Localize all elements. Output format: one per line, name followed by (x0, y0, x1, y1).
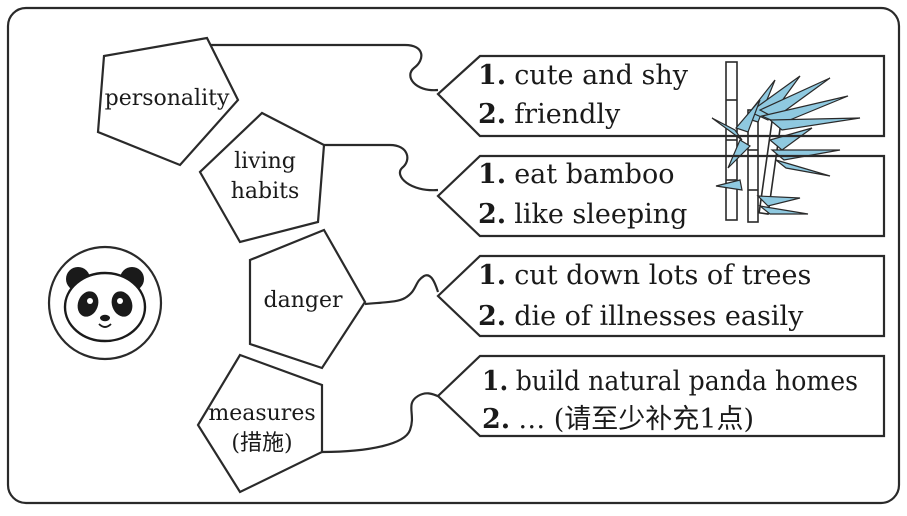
panda-face-icon (47, 245, 163, 361)
category-pentagon-danger (248, 228, 367, 370)
category-pentagon-measures (196, 353, 324, 494)
category-pentagon-personality (96, 36, 240, 167)
category-label-living-habits-line1: living (234, 149, 296, 174)
item-box-personality (436, 54, 886, 138)
item-danger-2: 2.die of illnesses easily (478, 301, 804, 332)
item-danger-1: 1.cut down lots of trees (478, 260, 811, 291)
item-living-habits-1: 1.eat bamboo (478, 159, 674, 190)
connector-personality (207, 43, 439, 92)
item-box-measures (436, 354, 886, 438)
item-box-living-habits (436, 154, 886, 238)
category-label-personality: personality (105, 86, 230, 111)
item-box-danger (436, 254, 886, 338)
category-label-danger: danger (264, 288, 343, 313)
item-personality-1: 1.cute and shy (478, 60, 689, 91)
connector-living-habits (324, 143, 439, 192)
connector-danger (364, 274, 440, 306)
connector-measures (321, 392, 439, 454)
item-measures-1: 1.build natural panda homes (482, 366, 858, 397)
category-label-measures-line1: measures (208, 401, 315, 426)
category-pentagon-living-habits (198, 111, 326, 244)
category-label-living-habits-line2: habits (231, 179, 300, 204)
item-living-habits-2: 2.like sleeping (478, 199, 687, 230)
item-measures-2: 2.… (请至少补充1点) (482, 404, 754, 435)
category-label-measures-line2: (措施) (231, 431, 292, 456)
item-personality-2: 2.friendly (478, 99, 621, 130)
